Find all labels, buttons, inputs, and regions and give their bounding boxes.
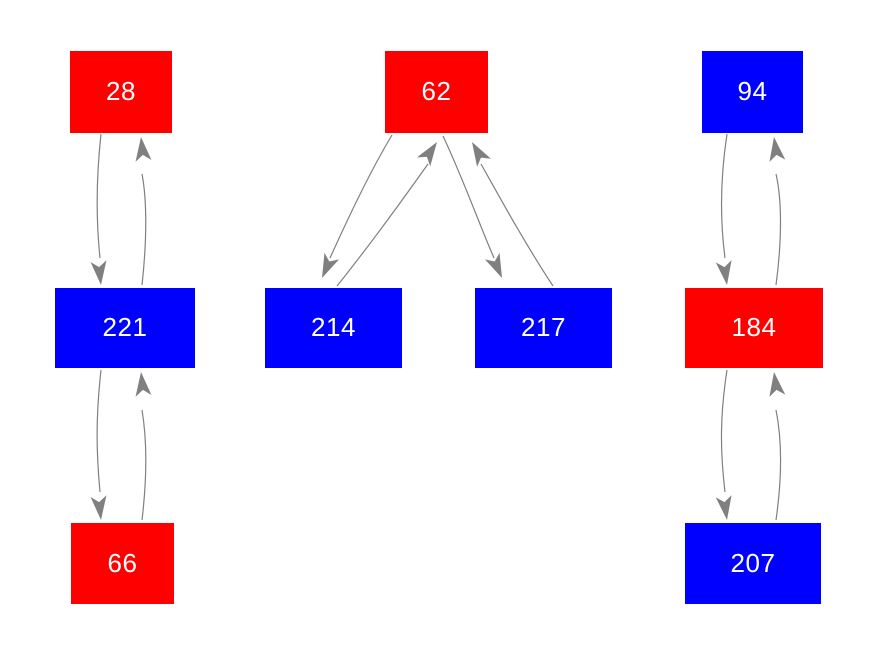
node-label: 221 <box>102 312 148 342</box>
edge-line <box>480 163 554 287</box>
edge-line <box>775 409 782 521</box>
graph-node-66[interactable]: 66 <box>71 523 174 604</box>
edge-62-to-217 <box>442 135 502 278</box>
edge-line <box>96 133 102 259</box>
graph-node-207[interactable]: 207 <box>685 523 821 604</box>
node-label: 207 <box>730 547 776 578</box>
node-label: 62 <box>421 76 452 106</box>
edge-66-to-221 <box>135 372 152 521</box>
edge-line <box>329 134 393 259</box>
arrowhead-icon <box>416 142 437 167</box>
node-label: 217 <box>521 312 566 342</box>
node-label: 184 <box>731 312 777 342</box>
arrowhead-icon <box>769 372 786 397</box>
arrowhead-icon <box>472 142 491 167</box>
arrowhead-icon <box>322 252 340 278</box>
edge-line <box>442 135 495 259</box>
edge-line <box>720 133 728 259</box>
arrowhead-icon <box>90 495 107 520</box>
node-label: 66 <box>107 547 138 578</box>
arrowhead-icon <box>715 495 732 520</box>
graph-node-184[interactable]: 184 <box>685 288 823 368</box>
edge-28-to-221 <box>90 133 107 285</box>
edge-221-to-66 <box>90 369 107 520</box>
arrowhead-icon <box>769 137 786 162</box>
arrowhead-icon <box>484 252 502 278</box>
edge-94-to-184 <box>715 133 732 285</box>
arrowhead-icon <box>135 372 152 397</box>
edge-line <box>141 173 147 286</box>
edge-line <box>141 409 147 521</box>
graph-node-217[interactable]: 217 <box>475 288 612 368</box>
edge-184-to-94 <box>769 137 786 286</box>
graph-node-214[interactable]: 214 <box>265 288 402 368</box>
edge-184-to-207 <box>715 369 732 520</box>
graph-node-28[interactable]: 28 <box>70 51 172 133</box>
arrowhead-icon <box>90 260 107 285</box>
edge-207-to-184 <box>769 372 786 521</box>
edge-line <box>336 163 429 287</box>
graph-node-221[interactable]: 221 <box>55 288 195 368</box>
edge-line <box>720 369 728 493</box>
node-label: 214 <box>311 312 356 342</box>
arrowhead-icon <box>135 137 152 162</box>
edge-line <box>96 369 102 493</box>
edge-217-to-62 <box>472 142 554 287</box>
edge-221-to-28 <box>135 137 152 286</box>
node-label: 94 <box>737 76 768 106</box>
edge-line <box>775 173 782 286</box>
arrowhead-icon <box>715 260 732 285</box>
edge-214-to-62 <box>336 142 437 287</box>
node-label: 28 <box>106 76 136 106</box>
graph-node-94[interactable]: 94 <box>702 51 803 133</box>
edge-62-to-214 <box>322 134 393 278</box>
graph-node-62[interactable]: 62 <box>385 51 488 133</box>
